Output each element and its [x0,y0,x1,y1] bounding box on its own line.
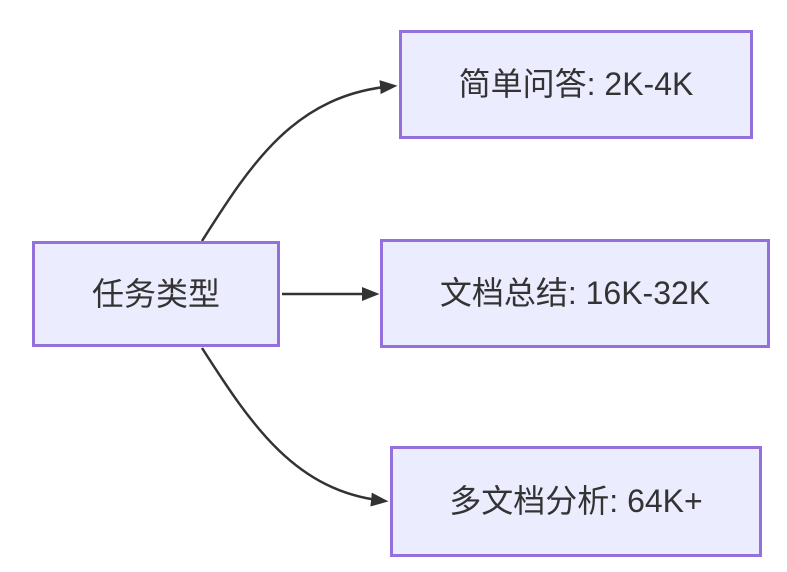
node-multi-doc-analysis-label: 多文档分析: 64K+ [449,483,703,520]
edge-task-type-to-simple-qa [200,80,398,242]
node-simple-qa: 简单问答: 2K-4K [399,30,753,139]
node-doc-summary: 文档总结: 16K-32K [380,239,770,348]
node-doc-summary-label: 文档总结: 16K-32K [439,275,711,312]
node-multi-doc-analysis: 多文档分析: 64K+ [390,446,762,557]
node-task-type-label: 任务类型 [91,275,220,312]
node-simple-qa-label: 简单问答: 2K-4K [458,66,694,103]
node-task-type: 任务类型 [32,241,280,347]
edge-task-type-to-multi-doc-analysis [200,347,389,507]
